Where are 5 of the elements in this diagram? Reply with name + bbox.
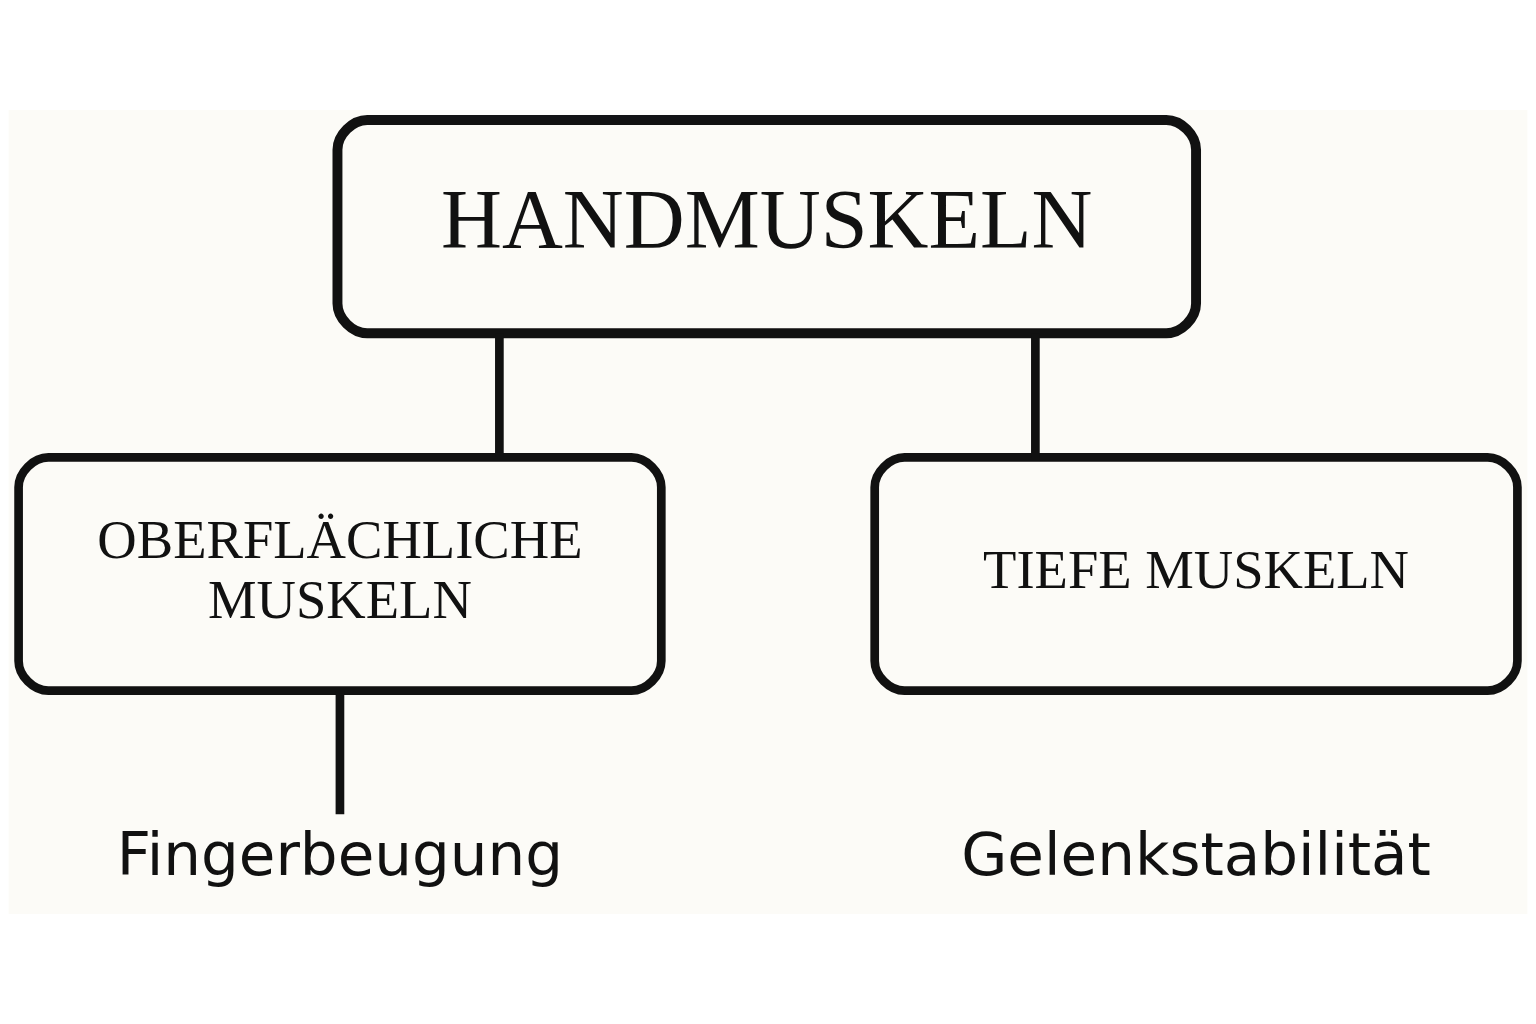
node-text: Fingerbeugung (116, 819, 564, 889)
node-box: HANDMUSKELN (332, 114, 1202, 339)
node-box: OBERFLÄCHLICHE MUSKELN (14, 453, 666, 695)
node-box: TIEFE MUSKELN (870, 453, 1522, 695)
label: Gelenkstabilität (961, 819, 1431, 889)
